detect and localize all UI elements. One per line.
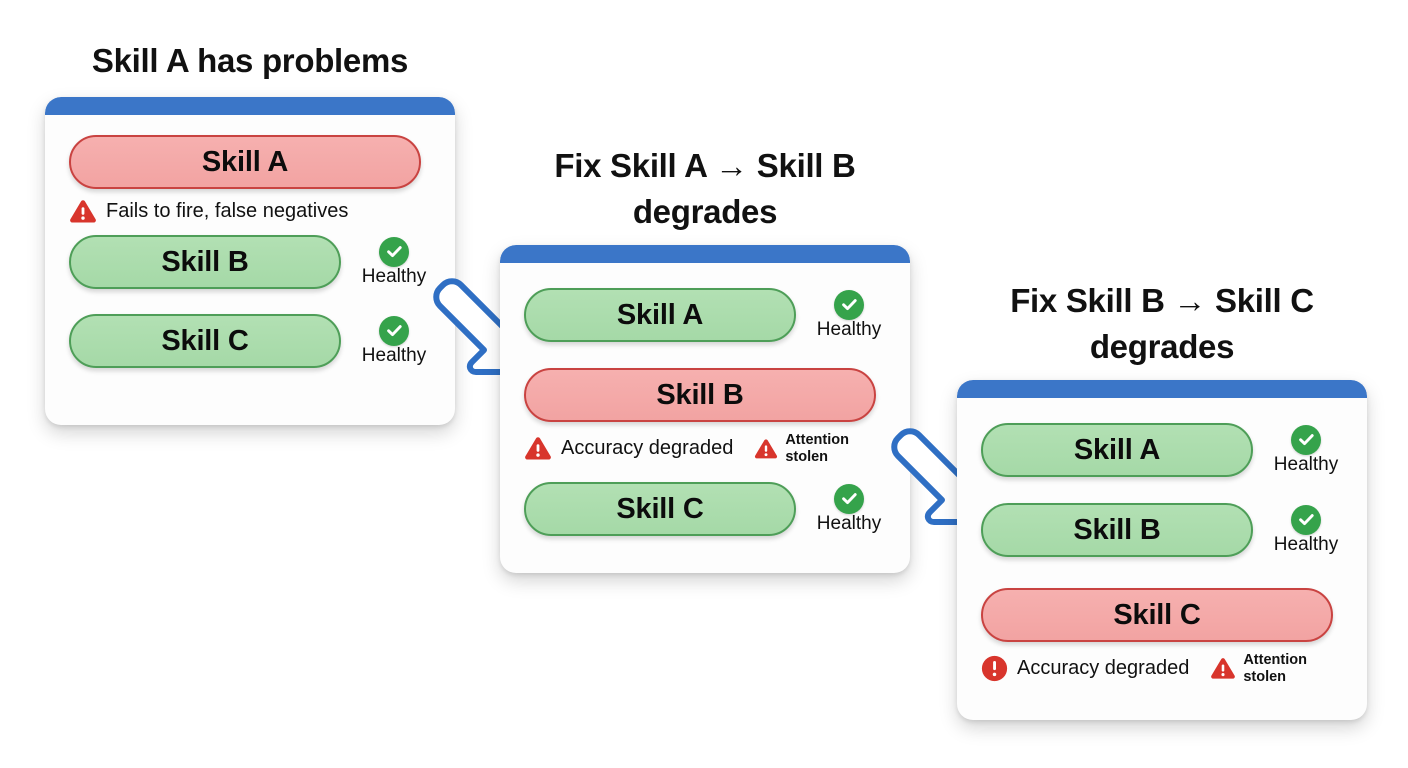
panel-3-pill-skill-b[interactable]: Skill B bbox=[981, 503, 1253, 557]
panel-1-card: Skill A Fails to fire, false negatives bbox=[45, 97, 455, 425]
panel-1-pill-skill-b[interactable]: Skill B bbox=[69, 235, 341, 289]
panel-2-warning-skill-b: Accuracy degraded Attention stolen bbox=[524, 432, 859, 465]
warning-item: Accuracy degraded bbox=[981, 655, 1189, 682]
panel-3-card-header bbox=[957, 380, 1367, 398]
panel-2-row-skill-a[interactable]: Skill A Healthy bbox=[524, 288, 894, 342]
panel-3-healthy-skill-a: Healthy bbox=[1267, 424, 1345, 476]
healthy-label: Healthy bbox=[1273, 453, 1339, 475]
panel-1-row-skill-c[interactable]: Skill C Healthy bbox=[69, 314, 439, 368]
panel-1-healthy-skill-b: Healthy bbox=[355, 236, 433, 288]
warning-triangle-icon bbox=[524, 436, 552, 461]
panel-1-pill-skill-a[interactable]: Skill A bbox=[69, 135, 421, 189]
healthy-label: Healthy bbox=[361, 265, 427, 287]
check-circle-icon bbox=[1291, 424, 1321, 455]
panel-1-row-skill-a[interactable]: Skill A bbox=[69, 135, 439, 189]
panel-1-card-header bbox=[45, 97, 455, 115]
warning-triangle-icon bbox=[69, 199, 97, 224]
warning-item: Attention stolen bbox=[754, 432, 859, 465]
panel-1-title: Skill A has problems bbox=[91, 42, 409, 79]
warning-triangle-icon bbox=[754, 438, 778, 460]
panel-1-healthy-skill-c: Healthy bbox=[355, 315, 433, 367]
warning-label: Attention stolen bbox=[1243, 652, 1307, 685]
warning-label: Attention stolen bbox=[785, 432, 849, 465]
panel-1-card-body: Skill A Fails to fire, false negatives bbox=[45, 115, 455, 425]
panel-3-card: Skill A Healthy Skill B Healthy bbox=[957, 380, 1367, 720]
panel-2-title: Fix Skill A → Skill B degrades bbox=[554, 147, 856, 230]
panel-1-pill-skill-c[interactable]: Skill C bbox=[69, 314, 341, 368]
healthy-label: Healthy bbox=[816, 512, 882, 534]
check-circle-icon bbox=[379, 315, 409, 346]
panel-2-row-skill-b[interactable]: Skill B bbox=[524, 368, 894, 422]
panel-2-pill-skill-a[interactable]: Skill A bbox=[524, 288, 796, 342]
panel-3-pill-skill-a[interactable]: Skill A bbox=[981, 423, 1253, 477]
panel-3-row-skill-c[interactable]: Skill C bbox=[981, 588, 1351, 642]
check-circle-icon bbox=[379, 236, 409, 267]
warning-label: Fails to fire, false negatives bbox=[106, 200, 349, 222]
exclamation-circle-icon bbox=[981, 655, 1008, 682]
warning-item: Attention stolen bbox=[1210, 652, 1317, 685]
panel-2-card-body: Skill A Healthy Skill B bbox=[500, 263, 910, 573]
panel-2-pill-skill-b[interactable]: Skill B bbox=[524, 368, 876, 422]
healthy-label: Healthy bbox=[1273, 533, 1339, 555]
panel-2-row-skill-c[interactable]: Skill C Healthy bbox=[524, 482, 894, 536]
warning-item: Fails to fire, false negatives bbox=[69, 199, 348, 224]
check-circle-icon bbox=[834, 483, 864, 514]
panel-1-warning-skill-a: Fails to fire, false negatives bbox=[69, 199, 348, 224]
panel-3-row-skill-a[interactable]: Skill A Healthy bbox=[981, 423, 1351, 477]
warning-triangle-icon bbox=[1210, 657, 1236, 680]
panel-2-card-header bbox=[500, 245, 910, 263]
check-circle-icon bbox=[834, 289, 864, 320]
panel-3-warning-skill-c: Accuracy degraded Attention stolen bbox=[981, 652, 1317, 685]
panel-3-pill-skill-c[interactable]: Skill C bbox=[981, 588, 1333, 642]
panel-3-card-body: Skill A Healthy Skill B Healthy bbox=[957, 398, 1367, 720]
warning-label: Accuracy degraded bbox=[1017, 657, 1190, 680]
panel-2-healthy-skill-a: Healthy bbox=[810, 289, 888, 341]
panel-3-title: Fix Skill B → Skill C degrades bbox=[1010, 282, 1314, 365]
warning-label: Accuracy degraded bbox=[561, 437, 734, 460]
warning-item: Accuracy degraded bbox=[524, 436, 733, 461]
healthy-label: Healthy bbox=[816, 318, 882, 340]
check-circle-icon bbox=[1291, 504, 1321, 535]
panel-2-card: Skill A Healthy Skill B bbox=[500, 245, 910, 573]
panel-3-row-skill-b[interactable]: Skill B Healthy bbox=[981, 503, 1351, 557]
healthy-label: Healthy bbox=[361, 344, 427, 366]
panel-1-row-skill-b[interactable]: Skill B Healthy bbox=[69, 235, 439, 289]
panel-2-healthy-skill-c: Healthy bbox=[810, 483, 888, 535]
panel-2-pill-skill-c[interactable]: Skill C bbox=[524, 482, 796, 536]
panel-3-healthy-skill-b: Healthy bbox=[1267, 504, 1345, 556]
